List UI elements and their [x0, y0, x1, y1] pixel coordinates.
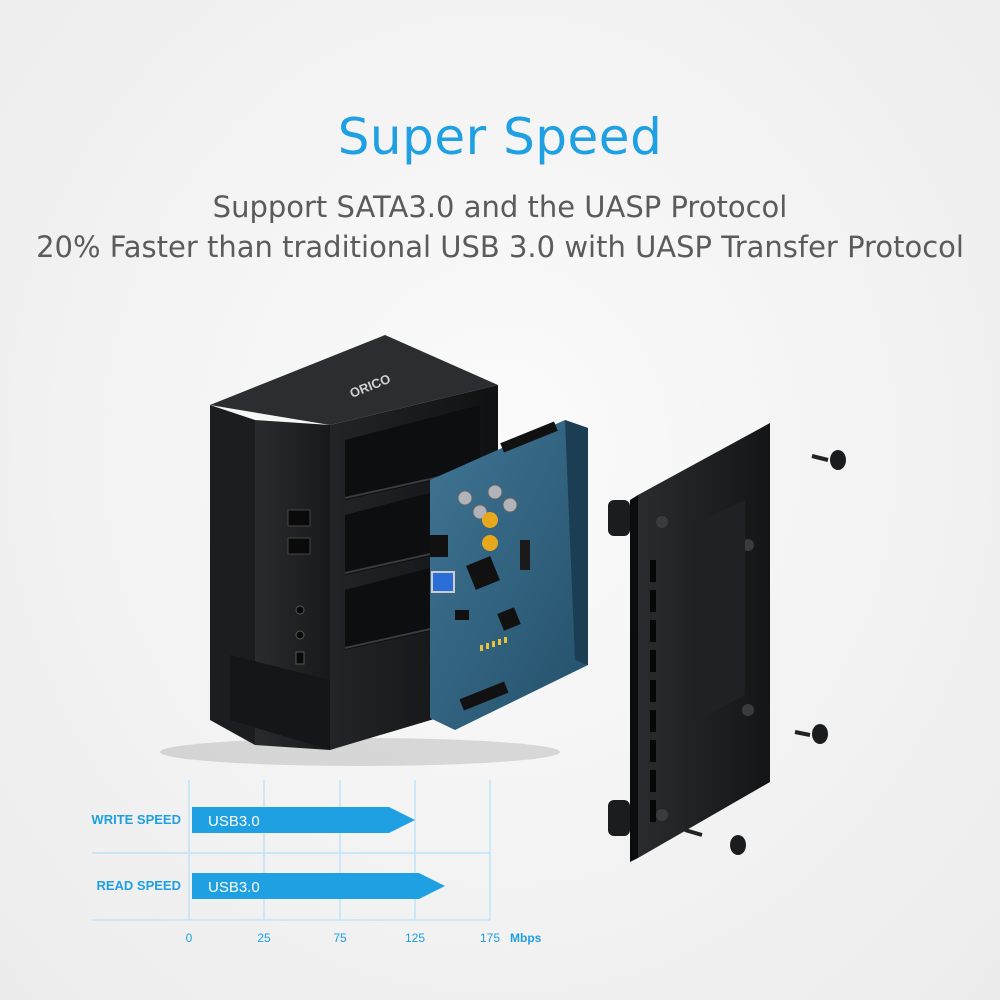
- pcb-board: [430, 420, 588, 730]
- x-tick-label: 0: [186, 931, 193, 945]
- port-icon: [287, 509, 311, 527]
- subtitle-line-1: Support SATA3.0 and the UASP Protocol: [212, 190, 788, 224]
- usb-port-icon: [431, 571, 455, 593]
- screw-icon: [684, 828, 746, 855]
- category-label: READ SPEED: [96, 878, 181, 893]
- x-unit-label: Mbps: [510, 931, 542, 945]
- speed-bar-0: [192, 807, 415, 833]
- screw-icon: [699, 534, 716, 542]
- speed-bar-1: [192, 873, 445, 899]
- switch-icon: [295, 651, 305, 665]
- x-tick-label: 25: [257, 931, 271, 945]
- x-tick-label: 125: [405, 931, 425, 945]
- subtitle-line-2: 20% Faster than traditional USB 3.0 with…: [36, 230, 964, 264]
- port-icon: [287, 537, 311, 555]
- x-tick-label: 75: [333, 931, 347, 945]
- screw-icon: [794, 724, 828, 744]
- bar-label: USB3.0: [208, 813, 260, 830]
- page-title: Super Speed: [337, 108, 663, 166]
- led-icon: [295, 630, 305, 640]
- chart-bars: [192, 807, 445, 899]
- x-tick-label: 175: [480, 931, 500, 945]
- bar-label: USB3.0: [208, 879, 260, 896]
- category-label: WRITE SPEED: [91, 812, 181, 827]
- screw-icon: [811, 450, 846, 470]
- led-icon: [295, 605, 305, 615]
- back-panel: [608, 423, 770, 862]
